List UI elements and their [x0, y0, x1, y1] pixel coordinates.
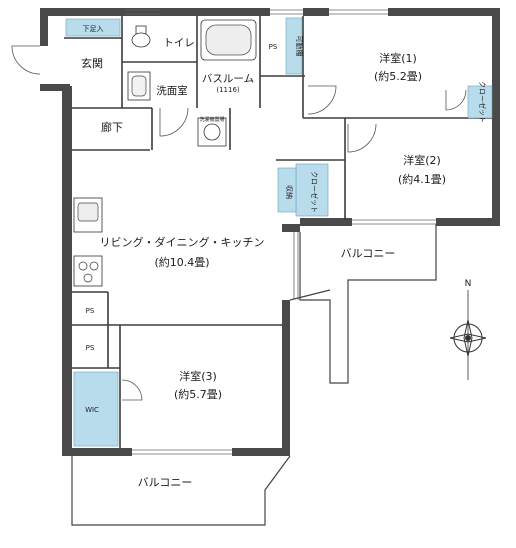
toilet-label: トイレ	[163, 37, 195, 49]
getabako-area	[65, 18, 121, 37]
closet1-label: クローゼット	[478, 81, 487, 123]
kitchen-sink	[73, 197, 103, 233]
storage-nyu-label: 収納	[285, 185, 294, 199]
western1-label: 洋室(1)	[379, 51, 417, 65]
ps-label-top: PS	[269, 43, 278, 51]
western3-size-label: (約5.7畳)	[174, 387, 222, 401]
western2-label: 洋室(2)	[403, 153, 441, 167]
compass-north-label: N	[465, 279, 472, 289]
getabako-label: 下足入	[83, 25, 104, 33]
balcony-east-label: バルコニー	[341, 247, 396, 260]
movable-shelf-area	[285, 17, 303, 75]
washbasin	[127, 71, 151, 101]
bath-label: バスルーム	[202, 73, 254, 85]
genkan-label: 玄関	[81, 56, 103, 70]
balcony-south-outline	[71, 455, 291, 526]
wic-area	[73, 371, 119, 447]
windows	[125, 9, 436, 455]
closet1-area	[467, 85, 493, 119]
rouka-label: 廊下	[101, 120, 123, 134]
washer-label: 洗濯機置場	[199, 116, 224, 123]
balcony-south-label: バルコニー	[138, 476, 193, 489]
closet2-label: クローゼット	[310, 171, 319, 213]
balcony-east-outline	[289, 224, 437, 384]
exterior-walls	[40, 8, 500, 456]
movable-shelf-label: 可動棚	[295, 36, 304, 57]
senmen-label: 洗面室	[156, 84, 188, 97]
storage-nyu-area	[277, 167, 297, 213]
ldk-label: リビング・ダイニング・キッチン	[100, 235, 265, 249]
western2-size-label: (約4.1畳)	[398, 172, 446, 186]
wic-label: WIC	[85, 406, 99, 414]
washer-space	[197, 117, 227, 147]
bathtub	[200, 19, 257, 61]
ps-label-1: PS	[86, 307, 95, 315]
bath-size-label: (1116)	[216, 86, 240, 94]
doors	[11, 45, 467, 401]
toilet-fixture	[131, 25, 151, 48]
ldk-size-label: (約10.4畳)	[154, 255, 209, 269]
western3-label: 洋室(3)	[179, 369, 217, 383]
interior-walls	[64, 16, 492, 448]
compass-rose: N	[449, 279, 487, 380]
ps-label-2: PS	[86, 344, 95, 352]
western1-size-label: (約5.2畳)	[374, 69, 422, 83]
kitchen-stove	[73, 255, 103, 287]
closet2-area	[295, 163, 329, 217]
